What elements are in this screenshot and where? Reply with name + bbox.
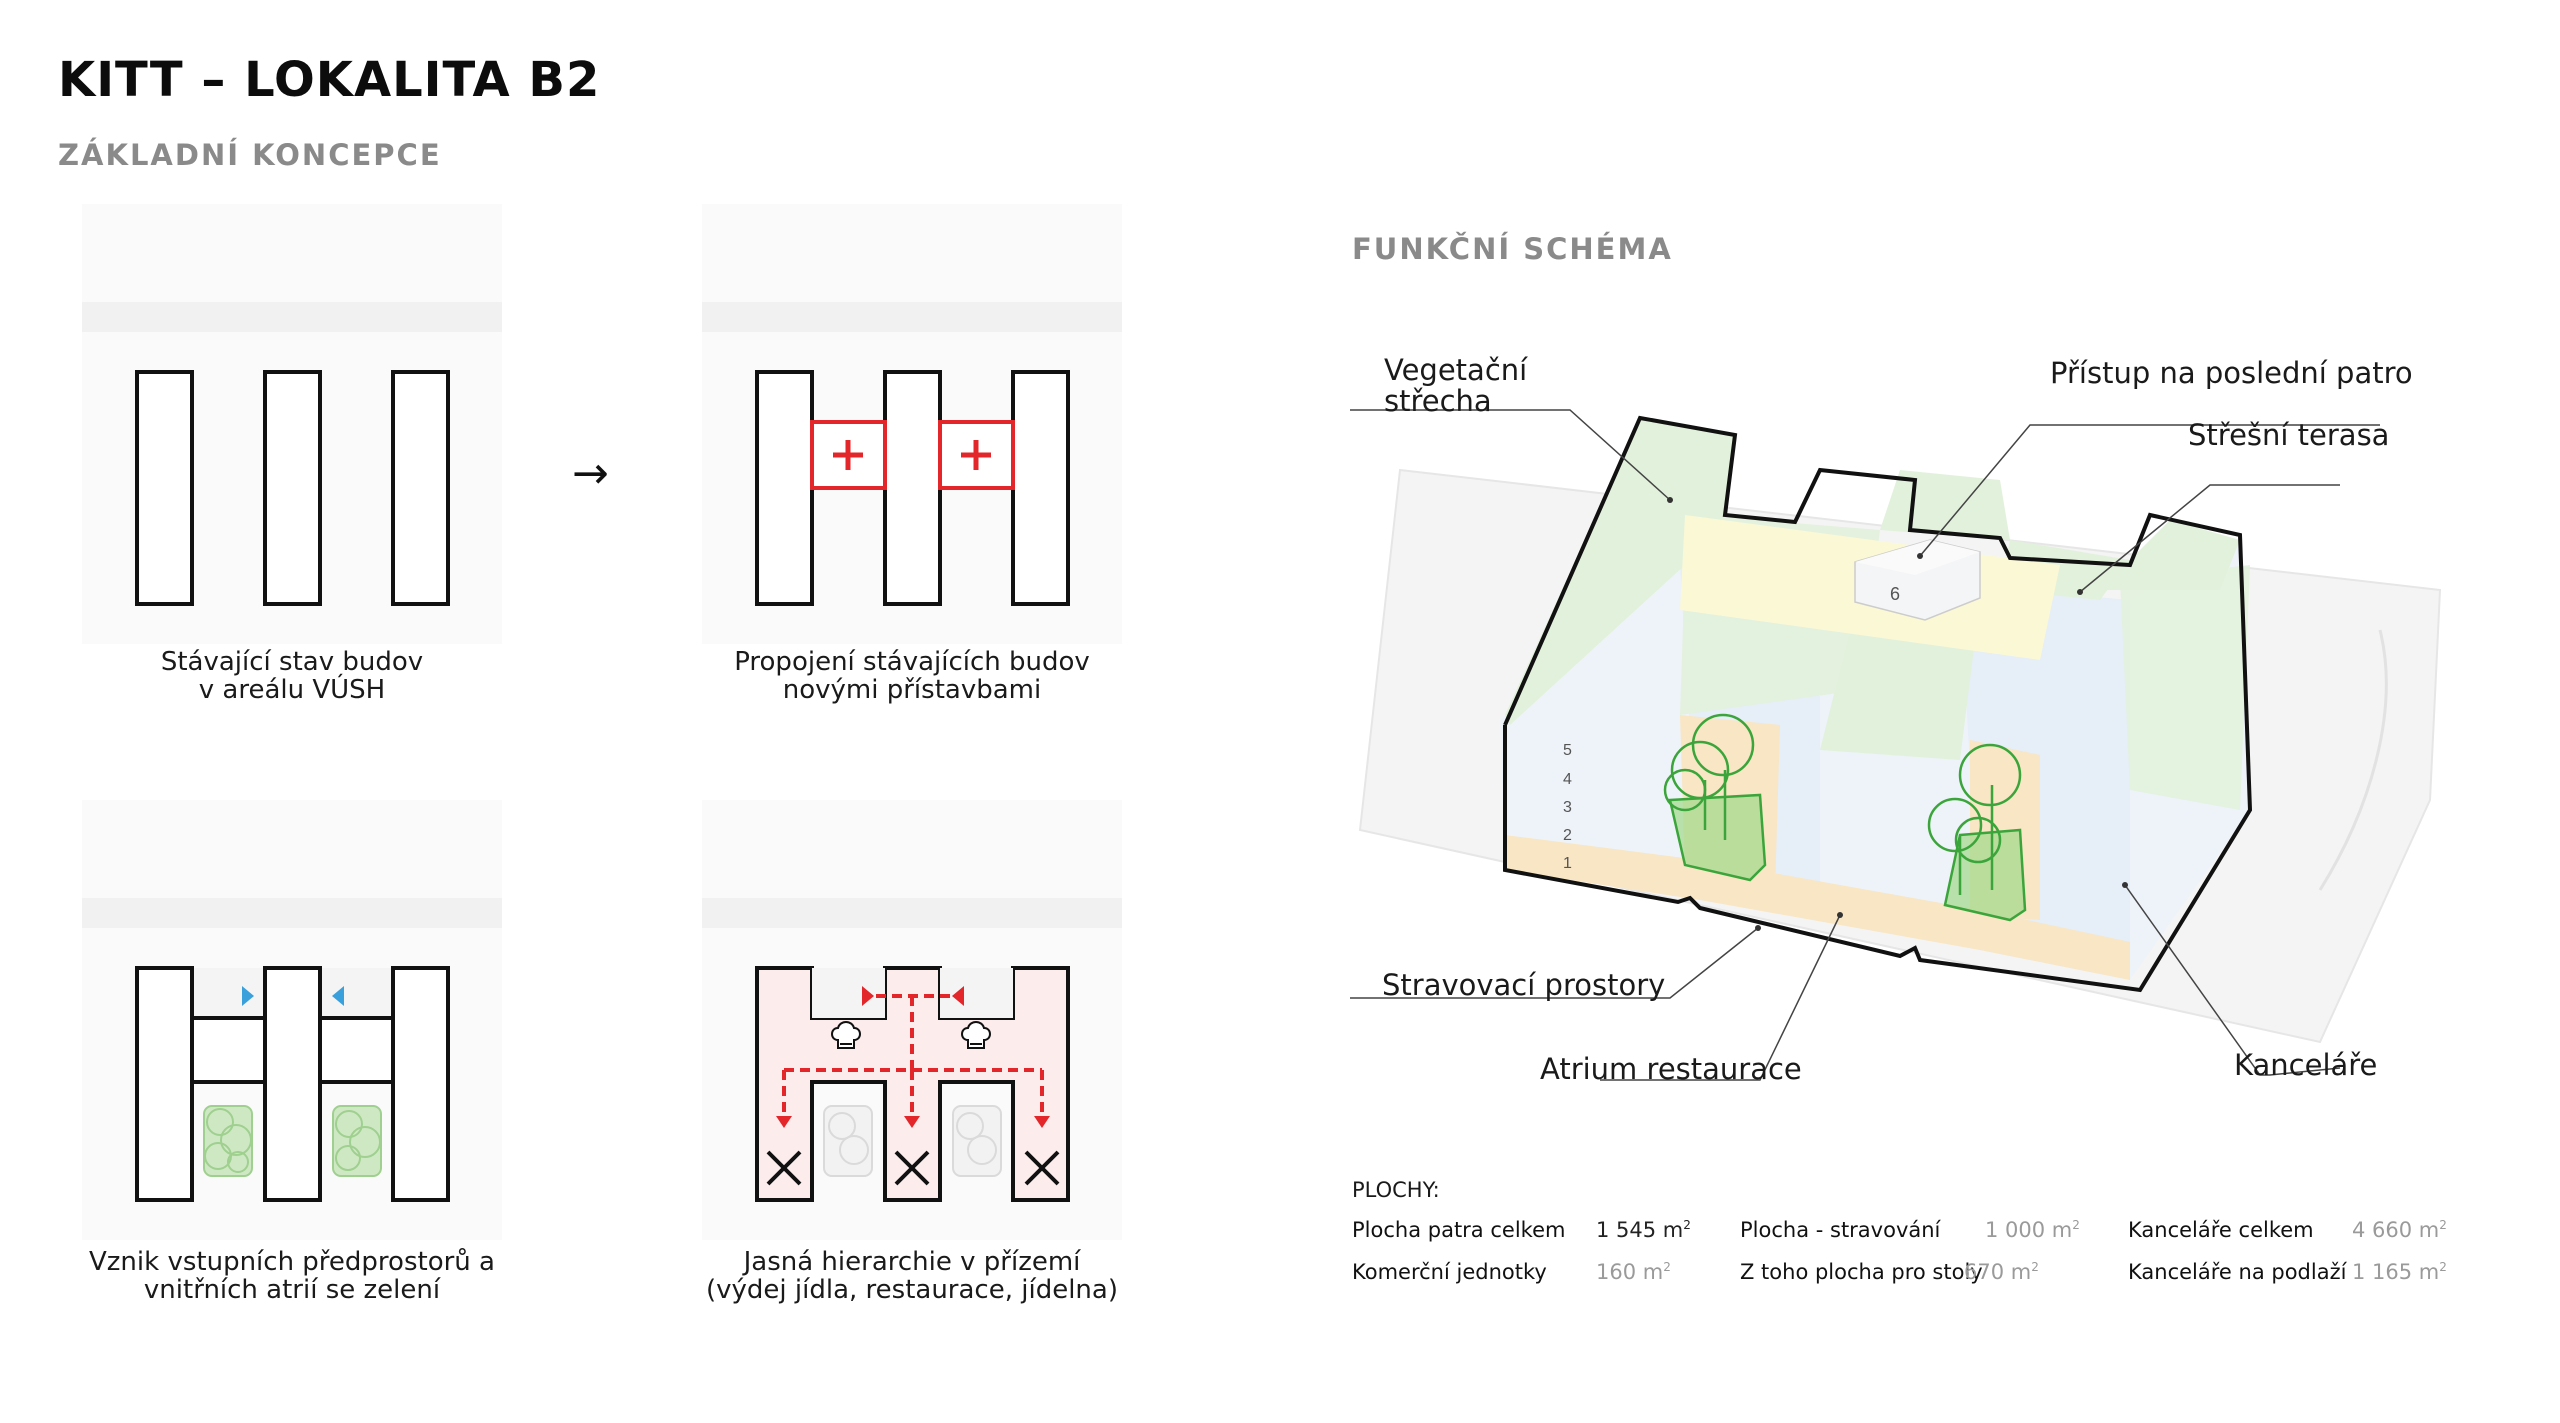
area-value: 670 m2	[1964, 1260, 2039, 1284]
page-subtitle: ZÁKLADNÍ KONCEPCE	[58, 138, 442, 172]
area-value: 1 165 m2	[2352, 1260, 2447, 1284]
floor-number: 1	[1563, 855, 1572, 872]
caption-atria: Vznik vstupních předprostorů a vnitřních…	[89, 1247, 495, 1305]
existing-buildings-diagram	[82, 204, 502, 644]
area-value: 4 660 m2	[2352, 1218, 2447, 1242]
label-top-floor-access: Přístup na poslední patro	[2050, 356, 2413, 390]
concept-panel-atria	[82, 800, 502, 1240]
entrance-arrow-icon	[952, 986, 964, 1006]
connections-diagram	[702, 204, 1122, 644]
schema-title: FUNKČNÍ SCHÉMA	[1352, 232, 1673, 266]
floor-number: 4	[1563, 771, 1572, 788]
concept-panel-hierarchy	[702, 800, 1122, 1240]
cutlery-icon	[894, 1150, 930, 1186]
floor-number: 5	[1563, 742, 1572, 759]
greenery-icon	[203, 1105, 253, 1177]
tree-icon	[1663, 713, 1767, 882]
label-roof-terrace: Střešní terasa	[2188, 418, 2390, 452]
greenery-icon	[823, 1105, 873, 1177]
area-value: 1 545 m2	[1596, 1218, 1691, 1242]
chef-hat-icon	[961, 1021, 991, 1049]
area-label: Plocha - stravování	[1740, 1218, 1941, 1242]
entrance-arrow-icon	[862, 986, 874, 1006]
chef-hat-icon	[831, 1021, 861, 1049]
isometric-building-diagram: 6 5 4 3 2 1	[1350, 409, 2442, 1081]
functional-schema: 6 5 4 3 2 1	[1340, 330, 2500, 1100]
area-value: 1 000 m2	[1985, 1218, 2080, 1242]
area-label: Kanceláře celkem	[2128, 1218, 2314, 1242]
floor-number: 2	[1563, 827, 1572, 844]
areas-heading: PLOCHY:	[1352, 1178, 1440, 1202]
atria-diagram	[82, 800, 502, 1240]
entrance-arrow-icon	[332, 986, 344, 1006]
caption-hierarchy: Jasná hierarchie v přízemí (výdej jídla,…	[706, 1247, 1118, 1305]
plus-icon	[938, 420, 1015, 490]
tree-icon	[1927, 743, 2027, 922]
circulation-path	[782, 994, 1044, 1118]
caption-connections: Propojení stávajících budov novými příst…	[734, 647, 1090, 705]
label-dining-spaces: Stravovací prostory	[1382, 968, 1666, 1002]
area-label: Plocha patra celkem	[1352, 1218, 1566, 1242]
label-vegetation-roof: Vegetační střecha	[1384, 353, 1528, 418]
entrance-arrow-icon	[242, 986, 254, 1006]
concept-panel-connections	[702, 204, 1122, 644]
arrow-icon: →	[572, 448, 609, 499]
greenery-icon	[332, 1105, 382, 1177]
caption-existing: Stávající stav budov v areálu VÚSH	[160, 647, 424, 705]
greenery-icon	[952, 1105, 1002, 1177]
concept-panel-existing	[82, 204, 502, 644]
label-atrium-restaurant: Atrium restaurace	[1540, 1052, 1802, 1086]
area-label: Komerční jednotky	[1352, 1260, 1547, 1284]
area-label: Kanceláře na podlaží	[2128, 1260, 2347, 1284]
floor-number: 6	[1890, 584, 1900, 604]
cutlery-icon	[1024, 1150, 1060, 1186]
hierarchy-diagram	[702, 800, 1122, 1240]
cutlery-icon	[766, 1150, 802, 1186]
floor-number: 3	[1563, 799, 1572, 816]
page-title: KITT – LOKALITA B2	[58, 52, 601, 108]
area-label: Z toho plocha pro stoly	[1740, 1260, 1983, 1284]
area-value: 160 m2	[1596, 1260, 1671, 1284]
label-offices: Kanceláře	[2234, 1048, 2378, 1082]
plus-icon	[810, 420, 887, 490]
